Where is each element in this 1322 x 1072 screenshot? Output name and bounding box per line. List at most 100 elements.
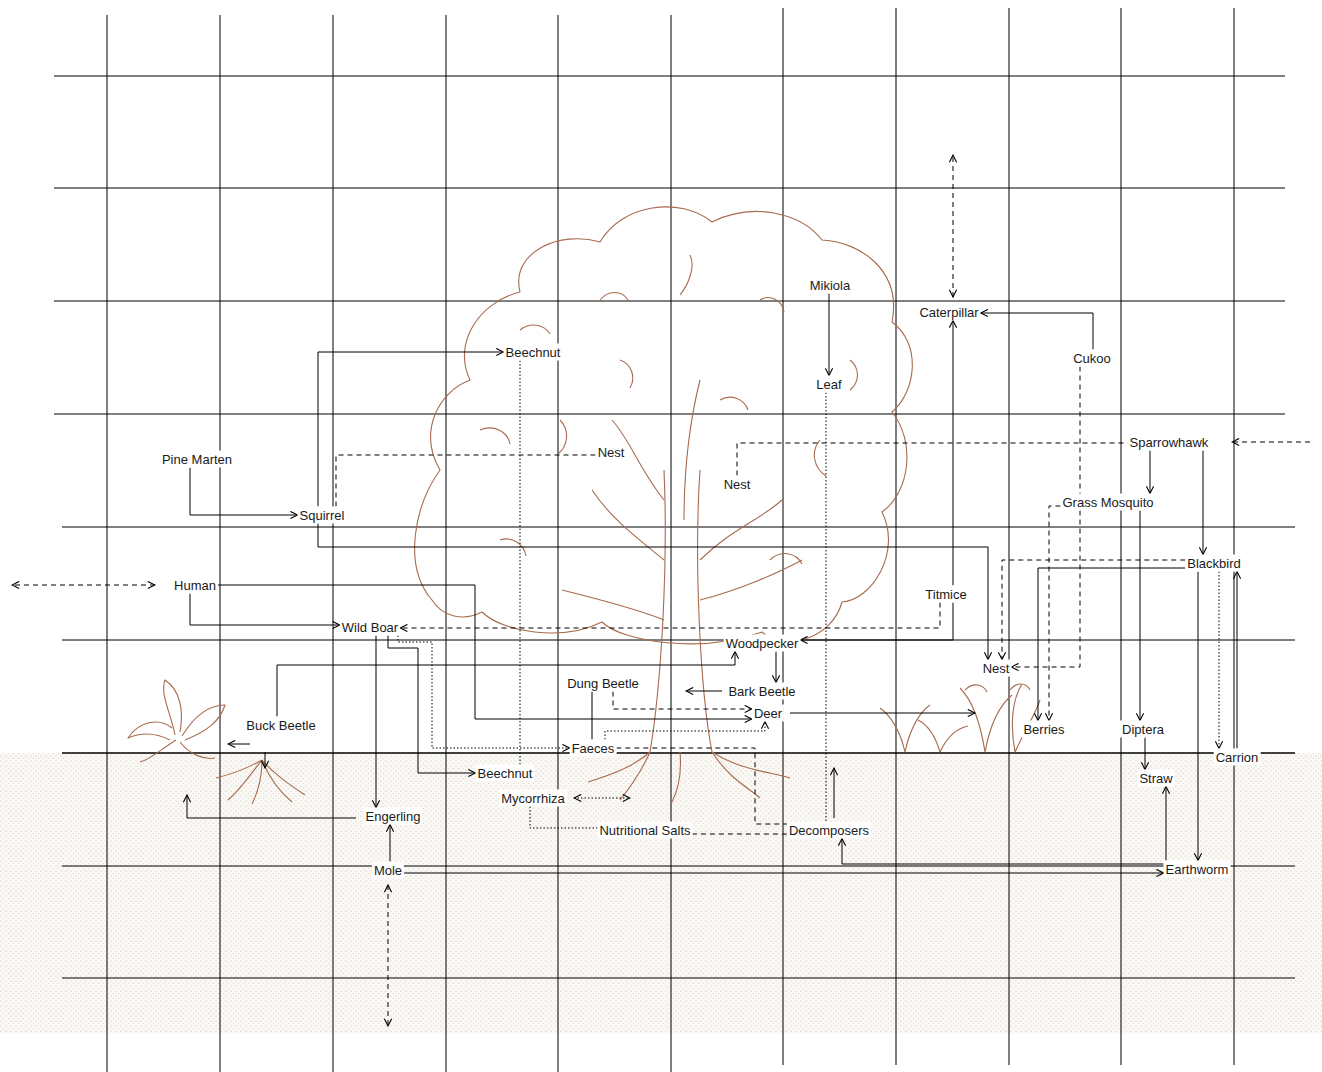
node-text: Woodpecker [726,636,799,651]
species-label: Earthworm [1164,861,1231,878]
soil-ground [0,753,1322,1033]
food-link [1002,560,1185,660]
node-text: Caterpillar [919,305,978,320]
food-link [1237,572,1238,749]
node-text: Straw [1139,771,1172,786]
node-text: Human [174,578,216,593]
species-label: Titmice [923,586,968,603]
feeding-arrow [265,752,266,768]
grid-line [446,15,447,1072]
food-link [605,722,765,740]
migration-arrow [388,885,389,1026]
grid-line [333,15,334,1072]
species-label: Sparrowhawk [1128,434,1211,451]
node-text: Beechnut [506,345,561,360]
grid-line [107,15,108,1072]
food-link [398,636,570,749]
food-link [693,834,787,835]
node-text: Bark Beetle [728,684,795,699]
grid-line [558,15,559,1072]
node-text: Titmice [925,587,966,602]
node-text: Berries [1023,722,1064,737]
food-link [1140,511,1141,721]
node-text: Mole [374,863,402,878]
exchange-arrow [574,798,630,799]
plant-roots [216,760,305,804]
species-label: Beechnut [504,344,563,361]
grid-line [671,15,672,1072]
species-label: Woodpecker [724,635,801,652]
node-text: Mycorrhiza [501,791,565,806]
feeding-arrow [686,691,722,692]
food-link [218,585,752,719]
grid-line [54,301,1285,302]
food-link [1198,572,1199,861]
food-link [277,652,735,717]
species-label: Leaf [814,376,843,393]
feeding-arrow [834,768,835,818]
food-link [530,807,597,829]
species-label: Cukoo [1071,350,1113,367]
species-label: Engerling [364,808,423,825]
grid-line [62,866,1295,867]
species-label: Buck Beetle [244,717,317,734]
food-link [737,443,1128,476]
node-text: Pine Marten [162,452,232,467]
node-text: Nest [983,661,1010,676]
node-text: Blackbird [1187,556,1240,571]
food-link [1145,738,1146,770]
node-text: Decomposers [789,823,869,838]
food-link [1219,572,1220,749]
node-text: Diptera [1122,722,1164,737]
node-text: Grass Mosquito [1062,495,1153,510]
node-text: Beechnut [478,766,533,781]
species-label: Diptera [1120,721,1166,738]
grid-line [1009,8,1010,1065]
node-text: Mikiola [810,278,850,293]
food-link [336,455,596,507]
node-text: Engerling [366,809,421,824]
grid-line [54,76,1285,77]
food-link [826,393,827,822]
tree-crown [415,207,913,644]
grid-line [54,414,1285,415]
free-arrows [12,155,1310,1026]
food-link [404,873,1163,874]
grid-line [783,8,784,1065]
crown-detail [480,255,858,564]
food-link [592,692,593,740]
food-link [390,825,391,862]
grid-lines [54,8,1295,1072]
node-text: Wild Boar [342,620,398,635]
right-plants [880,684,1040,752]
species-label: Squirrel [298,507,347,524]
species-label: Wild Boar [340,619,400,636]
food-link [400,603,940,629]
grid-line [62,752,1295,754]
grid-line [220,15,221,1072]
feeding-arrow [228,744,250,745]
species-label: Mycorrhiza [499,790,567,807]
node-text: Earthworm [1166,862,1229,877]
migration-arrow [12,585,155,586]
food-link [1038,568,1185,721]
food-link [842,839,1164,865]
grid-line [62,527,1295,528]
grid-line [54,188,1285,189]
food-link [376,636,377,808]
food-link [1011,367,1080,668]
species-label: Berries [1021,721,1066,738]
node-text: Nest [724,477,751,492]
grid-line [896,8,897,1065]
species-label: Bark Beetle [726,683,797,700]
node-text: Nest [598,445,625,460]
food-link [800,603,953,641]
node-text: Sparrowhawk [1130,435,1209,450]
species-label: Pine Marten [160,451,234,468]
species-label: Blackbird [1185,555,1242,572]
food-link [318,524,988,660]
species-label: Deer [752,705,784,722]
node-text: Carrion [1216,750,1259,765]
